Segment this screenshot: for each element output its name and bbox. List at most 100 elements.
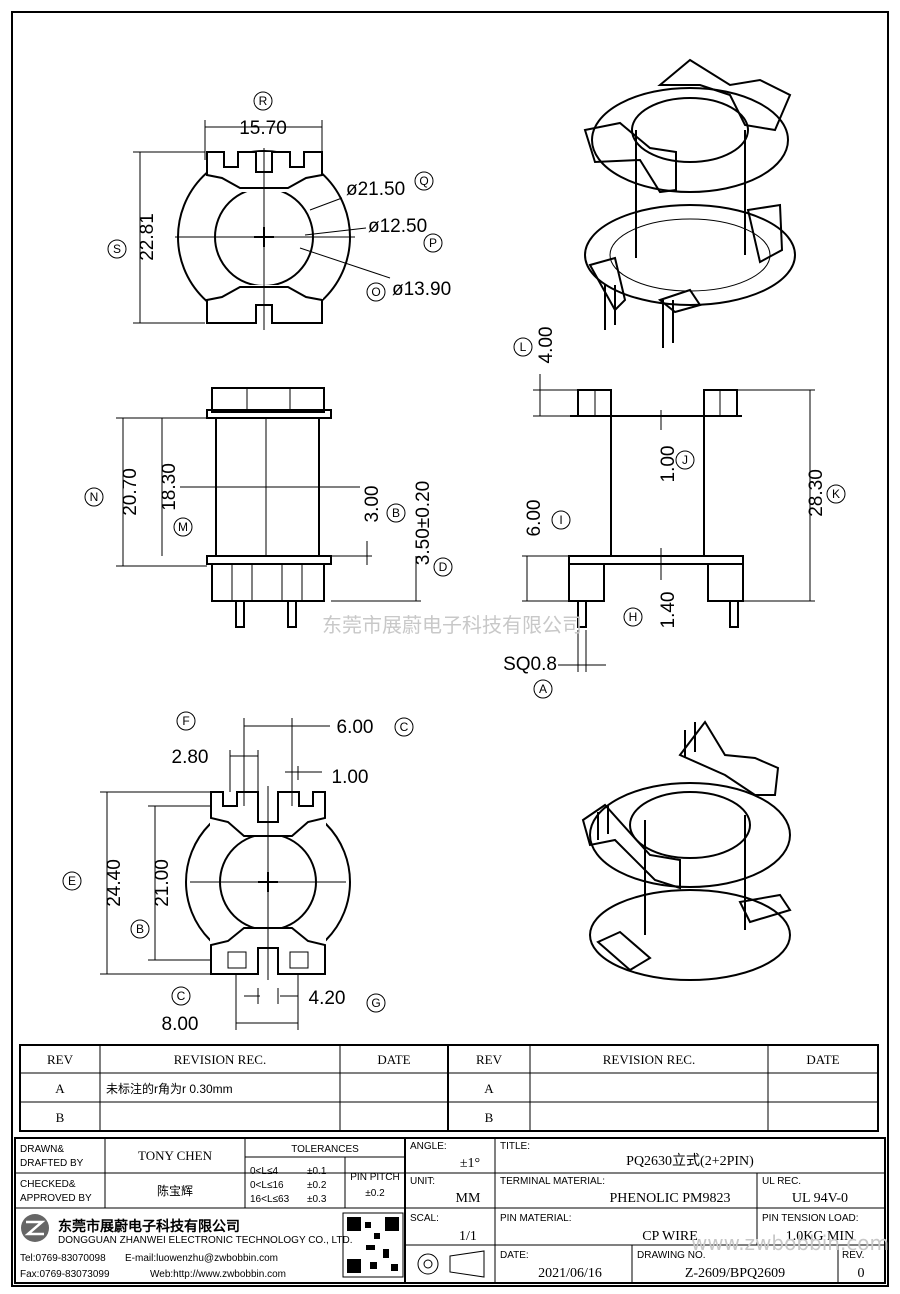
isometric-view-bottom xyxy=(581,720,792,981)
rev-row-a: A xyxy=(55,1081,65,1096)
company-web: Web:http://www.zwbobbin.com xyxy=(150,1269,286,1280)
pin-tension-label: PIN TENSION LOAD: xyxy=(762,1213,859,1224)
callout-o: O xyxy=(371,285,380,299)
dim-height: 22.81 xyxy=(137,213,158,261)
rev-row-a2: A xyxy=(484,1081,494,1096)
tol-val-3: ±0.3 xyxy=(307,1194,327,1205)
tol-range-2: 0<L≤16 xyxy=(250,1180,284,1191)
unit-label: UNIT: xyxy=(410,1176,435,1187)
company-name-en: DONGGUAN ZHANWEI ELECTRONIC TECHNOLOGY C… xyxy=(58,1235,352,1246)
dim-bottom-pin-f: 2.80 xyxy=(172,747,209,768)
rev-header-rev2: REV xyxy=(476,1052,503,1067)
rev-header-date2: DATE xyxy=(806,1052,839,1067)
tol-range-3: 16<L≤63 xyxy=(250,1194,290,1205)
callout-c-top: C xyxy=(400,720,409,734)
title-value: PQ2630立式(2+2PIN) xyxy=(626,1153,754,1169)
tol-val-2: ±0.2 xyxy=(307,1180,327,1191)
callout-r: R xyxy=(259,94,268,108)
angle-value: ±1° xyxy=(460,1156,480,1171)
rev-header-rec: REVISION REC. xyxy=(174,1052,266,1067)
dim-d-outer: ø21.50 xyxy=(346,179,405,200)
drawn-label-2: DRAFTED BY xyxy=(20,1158,84,1169)
watermark-url: www.zwbobbin.com xyxy=(691,1231,889,1255)
checked-value: 陈宝辉 xyxy=(157,1183,193,1198)
drawing-no-label: DRAWING NO. xyxy=(637,1250,706,1261)
ul-value: UL 94V-0 xyxy=(792,1191,848,1206)
dim-side-wall: 1.00 xyxy=(658,446,679,483)
pin-tension-value: 1.0KG MIN xyxy=(786,1229,854,1244)
isometric-view-top xyxy=(583,58,796,348)
dim-side-top: 4.00 xyxy=(536,327,557,364)
terminal-label: TERMINAL MATERIAL: xyxy=(500,1176,605,1187)
rev-row-a-rec: 未标注的r角为r 0.30mm xyxy=(106,1081,233,1096)
callout-b-front: B xyxy=(392,506,400,520)
dim-front-base: 3.50±0.20 xyxy=(413,481,434,565)
title-label: TITLE: xyxy=(500,1141,530,1152)
rev-row-b: B xyxy=(56,1110,65,1125)
checked-label-2: APPROVED BY xyxy=(20,1193,92,1204)
callout-k: K xyxy=(832,487,840,501)
callout-e: E xyxy=(68,874,76,888)
company-tel: Tel:0769-83070098 xyxy=(20,1253,106,1264)
dim-side-base: 6.00 xyxy=(524,500,545,537)
callout-h: H xyxy=(629,610,638,624)
drawn-label-1: DRAWN& xyxy=(20,1144,64,1155)
dim-width: 15.70 xyxy=(239,118,287,139)
company-logo xyxy=(21,1214,49,1242)
dim-bottom-w: 8.00 xyxy=(162,1014,199,1035)
date-label: DATE: xyxy=(500,1250,529,1261)
tol-range-1: 0<L≤4 xyxy=(250,1166,278,1177)
drawn-value: TONY CHEN xyxy=(138,1148,213,1163)
scale-label: SCAL: xyxy=(410,1213,439,1224)
callout-b-bottom: B xyxy=(136,922,144,936)
tol-val-1: ±0.1 xyxy=(307,1166,327,1177)
drawing-no-value: Z-2609/BPQ2609 xyxy=(685,1266,785,1281)
drawing-border xyxy=(11,11,889,1287)
tolerances-label: TOLERANCES xyxy=(291,1144,359,1155)
qr-code xyxy=(342,1212,404,1278)
callout-n: N xyxy=(90,490,99,504)
dim-side-pin: 1.40 xyxy=(658,592,679,629)
dim-bottom-inner: 21.00 xyxy=(152,859,173,907)
callout-p: P xyxy=(429,236,437,250)
side-view: 4.00 1.00 28.30 6.00 1.40 SQ0.8 L J K I … xyxy=(503,327,846,699)
dim-d-mid: ø13.90 xyxy=(392,279,451,300)
rev-row-b2: B xyxy=(485,1110,494,1125)
rev-header-rev: REV xyxy=(47,1052,74,1067)
callout-s: S xyxy=(113,242,121,256)
top-view: 15.70 22.81 ø21.50 ø12.50 ø13.90 R S Q P… xyxy=(107,91,451,330)
company-name-cn: 东莞市展蔚电子科技有限公司 xyxy=(58,1218,240,1235)
dim-front-inner: 18.30 xyxy=(159,463,180,511)
callout-d: D xyxy=(439,560,448,574)
pin-material-value: CP WIRE xyxy=(642,1229,698,1244)
rev-label: REV. xyxy=(842,1250,864,1261)
unit-value: MM xyxy=(456,1191,481,1206)
callout-q: Q xyxy=(419,174,428,188)
callout-j: J xyxy=(682,453,688,467)
dim-d-inner: ø12.50 xyxy=(368,216,427,237)
bottom-view: 6.00 2.80 1.00 24.40 21.00 8.00 4.20 F C… xyxy=(62,711,414,1035)
checked-label-1: CHECKED& xyxy=(20,1179,76,1190)
angle-label: ANGLE: xyxy=(410,1141,447,1152)
dim-bottom-outer: 24.40 xyxy=(104,859,125,907)
title-block: DRAWN& DRAFTED BY TONY CHEN CHECKED& APP… xyxy=(14,1137,889,1284)
dim-side-pin-sq: SQ0.8 xyxy=(503,654,557,675)
dim-side-total: 28.30 xyxy=(806,469,827,517)
projection-symbol xyxy=(417,1253,439,1275)
company-fax: Fax:0769-83073099 xyxy=(20,1269,110,1280)
dim-bottom-pin-c: 6.00 xyxy=(337,717,374,738)
dim-front-total: 20.70 xyxy=(120,468,141,516)
callout-l: L xyxy=(520,340,527,354)
dim-bottom-pin-w: 1.00 xyxy=(332,767,369,788)
pin-pitch-label: PIN PITCH xyxy=(350,1172,399,1183)
callout-g: G xyxy=(371,996,380,1010)
ul-label: UL REC. xyxy=(762,1176,801,1187)
front-view: 20.70 18.30 3.00 3.50±0.20 N M B D xyxy=(84,387,453,628)
callout-m: M xyxy=(178,520,188,534)
date-value: 2021/06/16 xyxy=(538,1266,602,1281)
pin-pitch-value: ±0.2 xyxy=(365,1188,385,1199)
revision-table: REV REVISION REC. DATE REV REVISION REC.… xyxy=(19,1044,879,1132)
callout-i: I xyxy=(559,513,562,527)
rev-value: 0 xyxy=(858,1266,865,1281)
